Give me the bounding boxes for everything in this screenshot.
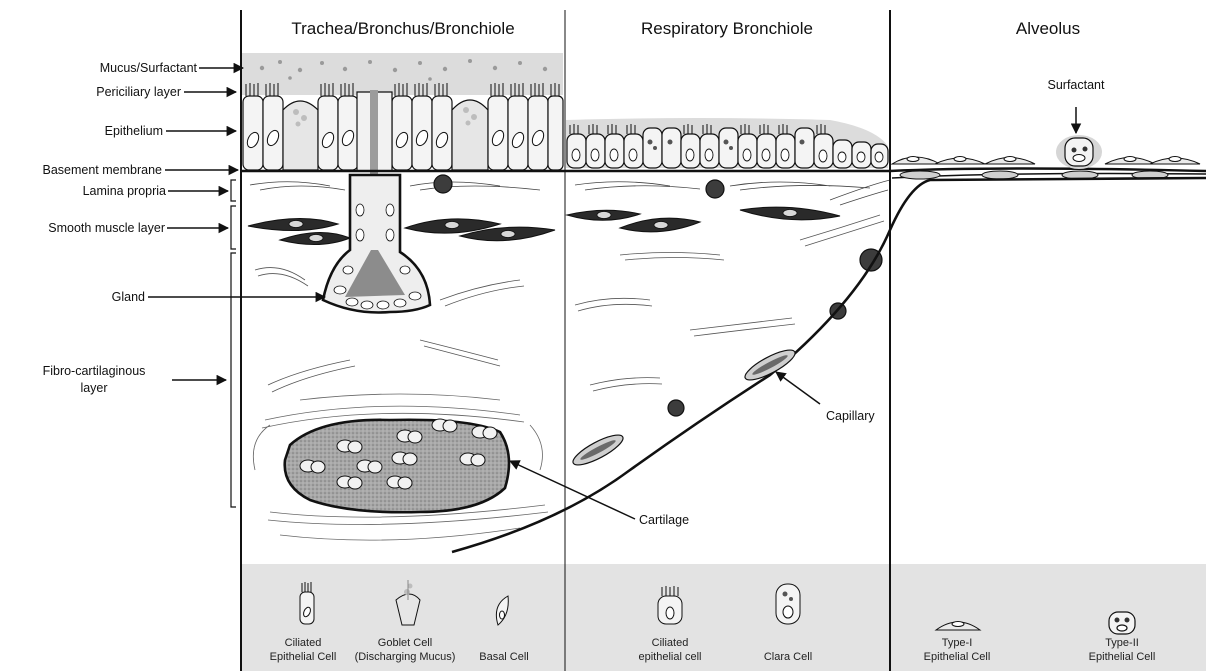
label-fibro: Fibro-cartilaginous (43, 364, 146, 378)
layer-brackets (231, 180, 236, 507)
legend-ciliated-resp-icon (658, 586, 682, 624)
title-respiratory-bronchiole: Respiratory Bronchiole (641, 19, 813, 38)
legend-goblet-line1: Goblet Cell (378, 637, 432, 649)
alveolus-type-1-cells (892, 157, 1200, 165)
label-gland: Gland (112, 290, 145, 304)
label-capillary: Capillary (826, 409, 875, 423)
label-surfactant: Surfactant (1048, 78, 1106, 92)
legend-goblet-line2: (Discharging Mucus) (355, 651, 456, 663)
label-periciliary: Periciliary layer (96, 85, 181, 99)
lamina-fibres (250, 180, 890, 205)
legend-basal: Basal Cell (479, 651, 529, 663)
smooth-muscle (248, 207, 840, 244)
legend-clara-icon (776, 584, 800, 624)
legend-ciliated-line2: Epithelial Cell (270, 651, 337, 663)
label-basement: Basement membrane (42, 163, 162, 177)
legend-ciliated-line1: Ciliated (285, 637, 322, 649)
label-smooth-muscle: Smooth muscle layer (48, 221, 165, 235)
title-alveolus: Alveolus (1016, 19, 1080, 38)
legend-type2-icon (1109, 612, 1135, 634)
label-cartilage: Cartilage (639, 513, 689, 527)
label-mucus: Mucus/Surfactant (100, 61, 198, 75)
label-lamina: Lamina propria (83, 184, 166, 198)
legend-ciliated-resp-line2: epithelial cell (639, 651, 702, 663)
title-trachea: Trachea/Bronchus/Bronchiole (291, 19, 514, 38)
legend-type1-line2: Epithelial Cell (924, 651, 991, 663)
label-epithelium: Epithelium (105, 124, 163, 138)
legend-type2-line2: Epithelial Cell (1089, 651, 1156, 663)
legend-type2-line1: Type-II (1105, 637, 1139, 649)
label-fibro-layer: layer (80, 381, 107, 395)
legend-clara: Clara Cell (764, 651, 812, 663)
legend-type1-line1: Type-I (942, 637, 973, 649)
legend-ciliated-resp-line1: Ciliated (652, 637, 689, 649)
